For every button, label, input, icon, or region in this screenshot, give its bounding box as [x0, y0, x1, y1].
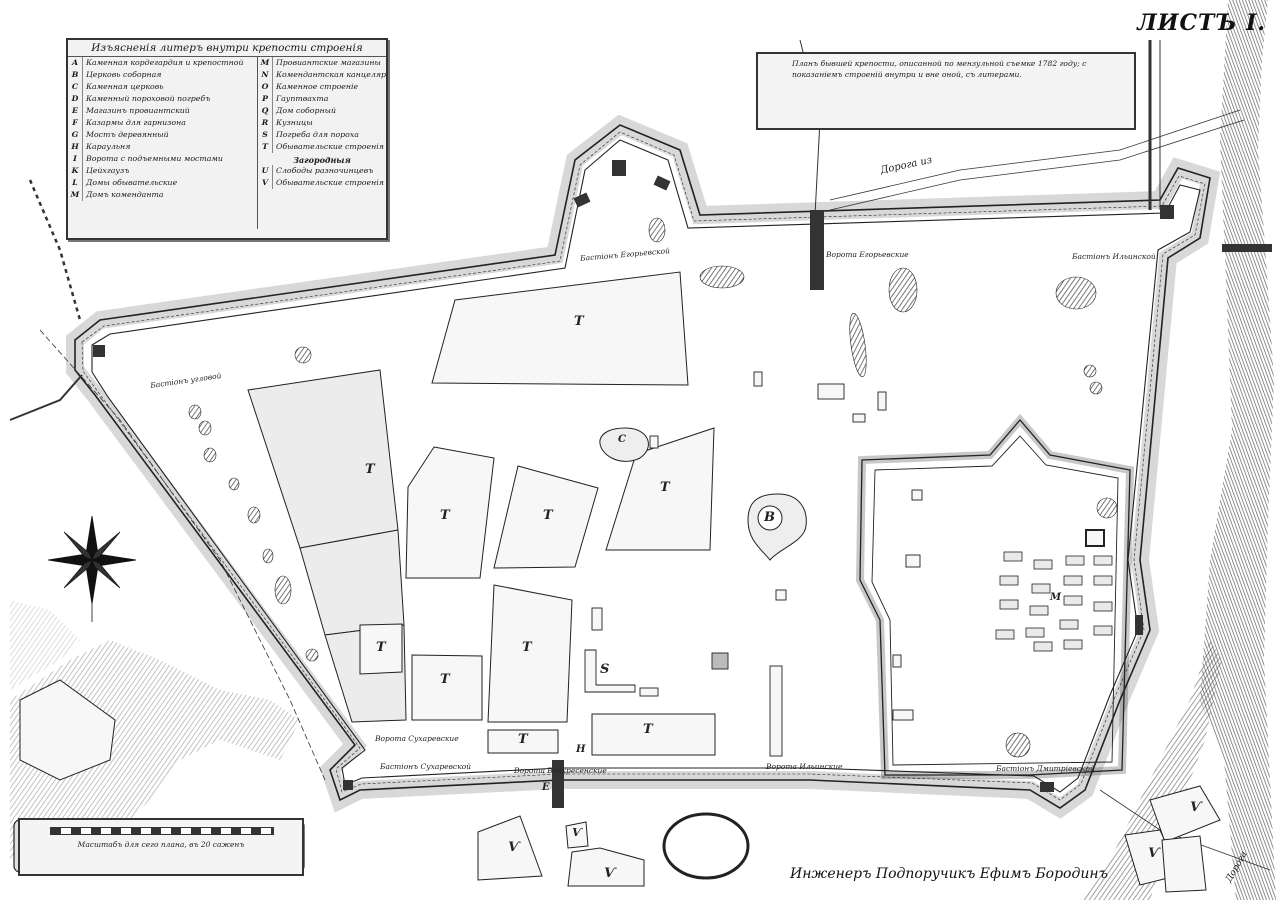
letter-suburb-4: Ѵ — [1190, 800, 1202, 815]
letter-suburb-2: Ѵ — [572, 826, 583, 839]
letter-suburb-1: Ѵ — [508, 840, 520, 855]
letter-block-c3: Т — [660, 480, 670, 495]
label-bastion-se: Бастiонъ Дмитрiевской — [996, 764, 1095, 773]
letter-suburb-3: Ѵ — [604, 866, 616, 881]
block-c3 — [605, 427, 715, 551]
block-c1 — [405, 446, 495, 579]
letter-magazines: М — [1050, 592, 1062, 603]
legend-title: Изъясненiя литеръ внутри крепости строен… — [68, 40, 386, 57]
sheet-label: ЛИСТЪ I. — [1137, 10, 1266, 36]
block-sw-edge — [359, 623, 403, 675]
letter-block-c1: Т — [440, 508, 450, 523]
label-gate-east: Ворота Ильинские — [766, 762, 843, 771]
road-southwest — [39, 329, 326, 781]
citadel-wall-line — [859, 419, 1131, 776]
letter-block-s4: Т — [518, 732, 528, 747]
town-blocks — [247, 271, 716, 756]
block-s2 — [411, 654, 483, 721]
label-gate-south: Ворота Воскресенские — [514, 766, 607, 775]
legend-subheading: Загородныя — [293, 155, 351, 165]
compass-rose — [47, 515, 137, 622]
letter-block-s1: Т — [522, 640, 532, 655]
river-bank-southwest — [10, 640, 300, 860]
letter-gate-e: Е — [542, 782, 550, 793]
block-s1 — [487, 584, 573, 723]
road-northeast — [829, 109, 1241, 201]
label-bastion-sw: Бастiонъ Сухаревской — [380, 762, 471, 771]
block-s4 — [487, 729, 559, 754]
letter-guard-h: Н — [576, 744, 586, 755]
letter-block-c2: Т — [543, 508, 553, 523]
letter-block-n: Т — [574, 314, 584, 329]
river-southwest-water — [10, 600, 80, 690]
block-s3 — [591, 713, 716, 756]
scale-bar — [50, 827, 274, 835]
letter-church-b: В — [764, 510, 775, 525]
letter-suburb-5: Ѵ — [1148, 846, 1160, 861]
river-bank-east — [1200, 0, 1276, 900]
letter-church-c: С — [618, 434, 626, 445]
block-c2 — [493, 465, 599, 569]
letter-s-block: S — [600, 662, 610, 677]
road-west — [9, 374, 83, 421]
scale-banner: Масштабъ для сего плана, въ 20 саженъ — [18, 818, 304, 876]
small-buildings — [584, 371, 1105, 757]
letter-block-s3: Т — [643, 722, 653, 737]
bastion-marks — [93, 160, 1174, 792]
earthworks — [188, 217, 1118, 880]
magazine-grid — [995, 551, 1113, 652]
block-w2 — [299, 529, 405, 636]
block-w1 — [247, 369, 399, 549]
church-sites — [599, 427, 807, 561]
letter-block-sw: Т — [376, 640, 386, 655]
fortress-rampart — [66, 114, 1221, 819]
letter-block-s2: Т — [440, 672, 450, 687]
label-gate-sw: Ворота Сухаревские — [375, 734, 459, 743]
road-northeast-2 — [829, 119, 1245, 211]
signature: Инженеръ Подпоручикъ Ефимъ Бородинъ — [790, 866, 1108, 882]
south-gate-bridge — [552, 760, 564, 808]
suburb-blocks — [19, 679, 1221, 893]
label-bastion-ne: Бастiонъ Ильинской — [1072, 252, 1156, 261]
legend-table: Изъясненiя литеръ внутри крепости строен… — [66, 38, 388, 240]
title-banner: Планъ бывшей крепости, описанной по менз… — [756, 52, 1136, 130]
label-gate-north: Ворота Егорьевские — [826, 250, 909, 259]
letter-block-w: Т — [365, 462, 375, 477]
north-gate-bridge — [810, 210, 824, 290]
scale-text: Масштабъ для сего плана, въ 20 саженъ — [77, 840, 245, 849]
road-north-top — [28, 179, 82, 321]
block-n — [431, 271, 689, 386]
gate-bridges — [552, 210, 1272, 808]
